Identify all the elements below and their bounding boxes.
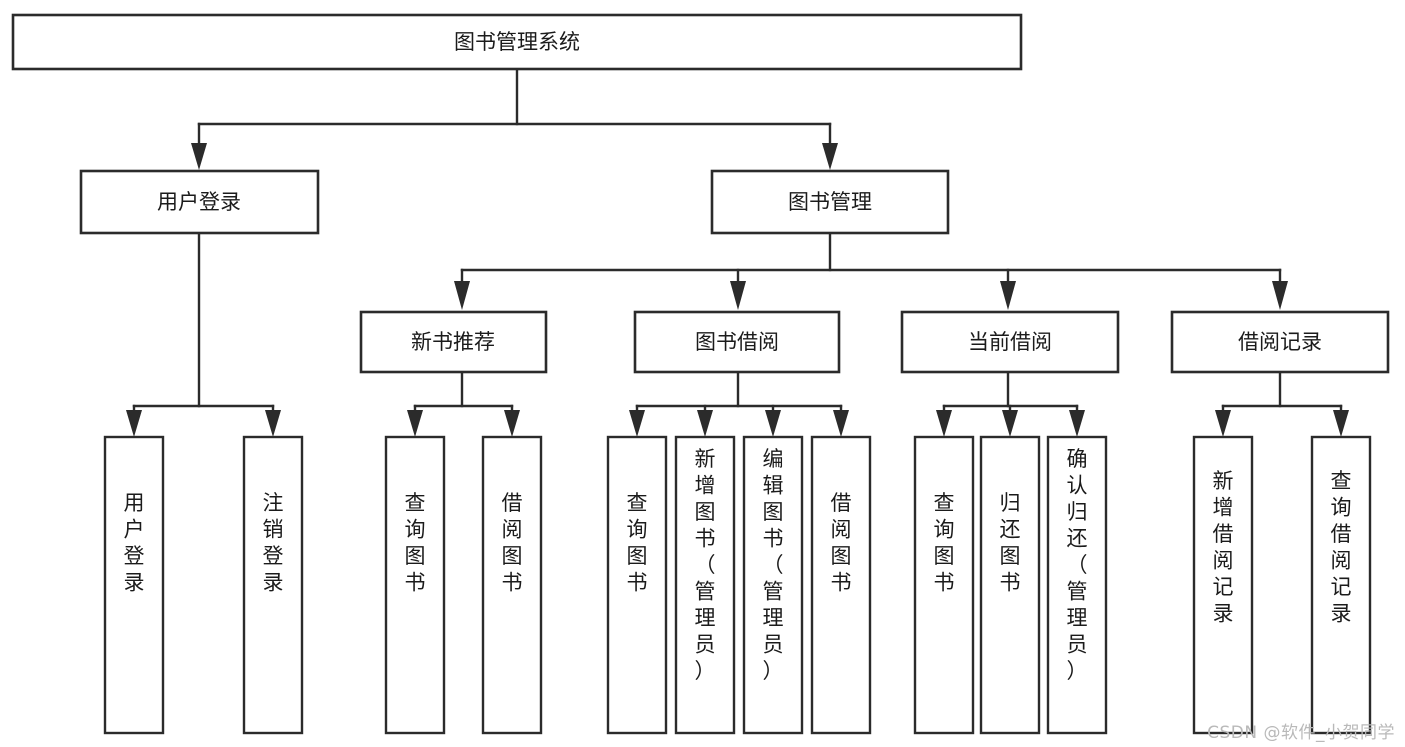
arrow-head-borrow-record bbox=[1272, 281, 1288, 310]
leaf-logout[interactable]: 注销登录 bbox=[242, 435, 304, 735]
node-new-book-rec-label: 新书推荐 bbox=[411, 330, 495, 354]
leaf-edit-book[interactable]: 编辑图书（管理员） bbox=[742, 435, 804, 735]
leaf-add-record[interactable]: 新增借阅记录 bbox=[1192, 435, 1254, 735]
leaf-confirm-return[interactable]: 确认归还（管理员） bbox=[1046, 435, 1108, 735]
node-new-book-rec[interactable]: 新书推荐 bbox=[359, 310, 548, 374]
leaf-user-login[interactable]: 用户登录 bbox=[103, 435, 165, 735]
leaf-add-book[interactable]: 新增图书（管理员） bbox=[674, 435, 736, 735]
node-new-book-rec-box[interactable] bbox=[359, 310, 548, 374]
leaf-add-book-box[interactable] bbox=[674, 435, 736, 735]
arrow-head-leaf-confirm-return bbox=[1069, 410, 1085, 437]
node-book-manage[interactable]: 图书管理 bbox=[710, 169, 950, 235]
leaf-borrow-book-2[interactable]: 借阅图书 bbox=[810, 435, 872, 735]
arrow-head-leaf-query-book-2 bbox=[629, 410, 645, 437]
node-book-borrow-box[interactable] bbox=[633, 310, 841, 374]
arrow-head-leaf-logout bbox=[265, 410, 281, 437]
arrow-head-current-borrow bbox=[1000, 281, 1016, 310]
leaf-logout-box[interactable] bbox=[242, 435, 304, 735]
leaf-add-record-box[interactable] bbox=[1192, 435, 1254, 735]
arrow-head-leaf-user-login bbox=[126, 410, 142, 437]
leaf-query-book-3-label: 查询图书 bbox=[934, 491, 955, 595]
node-user-login-label: 用户登录 bbox=[157, 190, 241, 214]
arrow-head-leaf-add-record bbox=[1215, 410, 1231, 437]
leaf-confirm-return-box[interactable] bbox=[1046, 435, 1108, 735]
arrow-head-leaf-add-book bbox=[697, 410, 713, 437]
arrow-head-leaf-borrow-book-2 bbox=[833, 410, 849, 437]
leaf-query-book-2[interactable]: 查询图书 bbox=[606, 435, 668, 735]
leaf-query-record[interactable]: 查询借阅记录 bbox=[1310, 435, 1372, 735]
node-current-borrow[interactable]: 当前借阅 bbox=[900, 310, 1120, 374]
leaf-borrow-book-1-label: 借阅图书 bbox=[502, 491, 523, 595]
leaf-return-book-box[interactable] bbox=[979, 435, 1041, 735]
leaf-query-book-1-box[interactable] bbox=[384, 435, 446, 735]
leaf-add-record-label: 新增借阅记录 bbox=[1213, 469, 1234, 626]
leaf-query-record-box[interactable] bbox=[1310, 435, 1372, 735]
node-root-label: 图书管理系统 bbox=[454, 30, 580, 54]
leaf-query-book-2-box[interactable] bbox=[606, 435, 668, 735]
node-borrow-record[interactable]: 借阅记录 bbox=[1170, 310, 1390, 374]
leaf-logout-label: 注销登录 bbox=[263, 491, 284, 595]
leaf-return-book-label: 归还图书 bbox=[1000, 491, 1021, 595]
leaf-borrow-book-2-box[interactable] bbox=[810, 435, 872, 735]
node-user-login[interactable]: 用户登录 bbox=[79, 169, 320, 235]
connector-layer bbox=[126, 67, 1349, 437]
node-book-borrow[interactable]: 图书借阅 bbox=[633, 310, 841, 374]
node-borrow-record-label: 借阅记录 bbox=[1238, 330, 1322, 354]
node-user-login-box[interactable] bbox=[79, 169, 320, 235]
arrow-head-leaf-query-record bbox=[1333, 410, 1349, 437]
arrow-head-leaf-borrow-book-1 bbox=[504, 410, 520, 437]
arrow-head-book-manage bbox=[822, 143, 838, 170]
node-book-manage-box[interactable] bbox=[710, 169, 950, 235]
leaf-borrow-book-1[interactable]: 借阅图书 bbox=[481, 435, 543, 735]
arrow-head-user-login bbox=[191, 143, 207, 170]
node-book-borrow-label: 图书借阅 bbox=[695, 330, 779, 354]
leaf-confirm-return-label: 确认归还（管理员） bbox=[1067, 447, 1088, 683]
arrow-head-leaf-return-book bbox=[1002, 410, 1018, 437]
leaf-user-login-label: 用户登录 bbox=[124, 491, 145, 595]
node-root[interactable]: 图书管理系统 bbox=[11, 13, 1023, 71]
leaf-borrow-book-1-box[interactable] bbox=[481, 435, 543, 735]
leaf-query-book-1[interactable]: 查询图书 bbox=[384, 435, 446, 735]
node-root-box[interactable] bbox=[11, 13, 1023, 71]
arrow-head-book-borrow bbox=[730, 281, 746, 310]
leaf-add-book-label: 新增图书（管理员） bbox=[695, 447, 716, 683]
node-current-borrow-box[interactable] bbox=[900, 310, 1120, 374]
leaf-query-book-3-box[interactable] bbox=[913, 435, 975, 735]
node-borrow-record-box[interactable] bbox=[1170, 310, 1390, 374]
leaf-query-book-1-label: 查询图书 bbox=[405, 491, 426, 595]
arrow-head-leaf-query-book-1 bbox=[407, 410, 423, 437]
leaf-query-record-label: 查询借阅记录 bbox=[1331, 469, 1352, 626]
leaf-query-book-2-label: 查询图书 bbox=[627, 491, 648, 595]
leaf-edit-book-label: 编辑图书（管理员） bbox=[763, 447, 784, 683]
csdn-watermark: CSDN @软件_小贺同学 bbox=[1207, 723, 1395, 743]
leaf-edit-book-box[interactable] bbox=[742, 435, 804, 735]
leaf-return-book[interactable]: 归还图书 bbox=[979, 435, 1041, 735]
node-current-borrow-label: 当前借阅 bbox=[968, 330, 1052, 354]
node-book-manage-label: 图书管理 bbox=[788, 190, 872, 214]
arrow-head-new-book-rec bbox=[454, 281, 470, 310]
arrow-head-leaf-edit-book bbox=[765, 410, 781, 437]
leaf-user-login-box[interactable] bbox=[103, 435, 165, 735]
leaf-borrow-book-2-label: 借阅图书 bbox=[831, 491, 852, 595]
leaf-query-book-3[interactable]: 查询图书 bbox=[913, 435, 975, 735]
arrow-head-leaf-query-book-3 bbox=[936, 410, 952, 437]
